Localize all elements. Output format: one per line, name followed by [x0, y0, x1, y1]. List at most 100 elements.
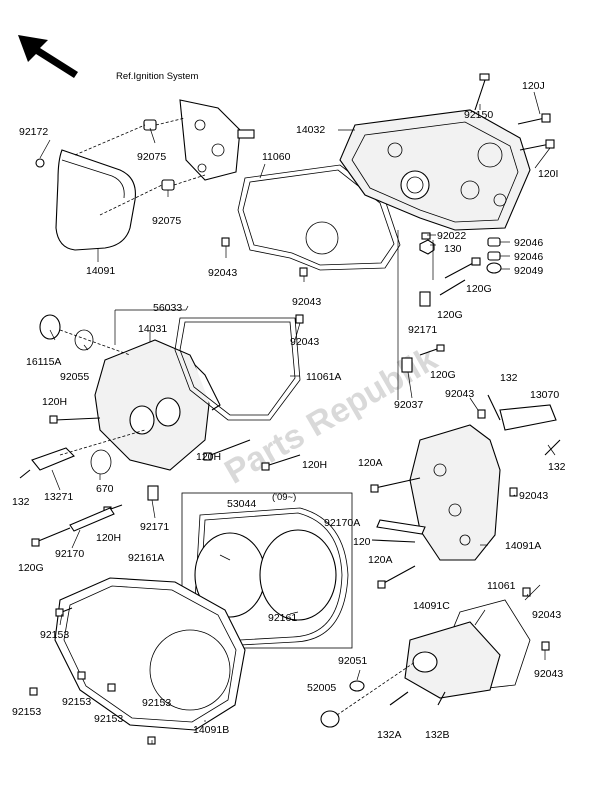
label-120A-b: 120A — [368, 554, 393, 566]
inner-cover-14031[interactable] — [94, 339, 221, 471]
label-92153-a: 92153 — [40, 629, 69, 641]
bolt-120[interactable] — [371, 539, 416, 543]
label-120H-a: 120H — [42, 396, 67, 408]
grommet-92075-lower[interactable] — [161, 179, 175, 191]
label-120G-c: 120G — [430, 369, 456, 381]
label-120A-a: 120A — [358, 457, 383, 469]
bracket-92170A[interactable] — [376, 519, 426, 535]
bolt-132B[interactable] — [437, 691, 446, 706]
label-92049: 92049 — [514, 265, 543, 277]
label-120I: 120I — [538, 168, 558, 180]
dowel-pin-92043-a[interactable] — [221, 237, 230, 247]
nut-130[interactable] — [419, 239, 435, 255]
bolt-92172[interactable] — [35, 158, 45, 168]
housing-14032[interactable] — [339, 109, 531, 231]
bolt-132-left[interactable] — [19, 469, 31, 479]
label-92043-c: 92043 — [290, 336, 319, 348]
bolt-120I[interactable] — [519, 139, 555, 151]
label-132A: 132A — [377, 729, 402, 741]
label-92051: 92051 — [338, 655, 367, 667]
bracket-ignition[interactable] — [179, 99, 255, 181]
bolt-92153-a[interactable] — [55, 607, 73, 617]
front-direction-arrow-icon — [18, 35, 78, 78]
cover-14091A[interactable] — [409, 424, 501, 561]
bolt-132-right-a[interactable] — [487, 394, 501, 421]
label-92046-b: 92046 — [514, 251, 543, 263]
label-120G-a: 120G — [466, 283, 492, 295]
ignition-cover-14091[interactable] — [55, 149, 136, 262]
label-92171-b: 92171 — [140, 521, 169, 533]
label-13070: 13070 — [530, 389, 559, 401]
label-14032: 14032 — [296, 124, 325, 136]
bolt-92153-d[interactable] — [107, 683, 116, 692]
damper-92046-b[interactable] — [487, 251, 501, 261]
label-11061: 11061 — [487, 580, 516, 592]
bolt-120G-d[interactable] — [31, 527, 71, 547]
o-ring-670[interactable] — [90, 449, 112, 475]
label-52005: 52005 — [307, 682, 336, 694]
dowel-pin-92043-d[interactable] — [477, 409, 486, 419]
label-53044: 53044 — [227, 498, 256, 510]
label-130: 130 — [444, 243, 462, 255]
dowel-pin-92043-b[interactable] — [299, 267, 308, 277]
bolt-120G-c[interactable] — [419, 344, 445, 356]
label-132-b: 132 — [548, 461, 566, 473]
bolt-120H-c[interactable] — [261, 454, 301, 471]
dowel-pin-92043-f[interactable] — [522, 587, 531, 597]
label-120: 120 — [353, 536, 371, 548]
leader-lines — [39, 91, 556, 744]
label-14091: 14091 — [86, 265, 115, 277]
gasket-11061A[interactable] — [174, 317, 301, 421]
bolt-120A-b[interactable] — [377, 565, 416, 589]
label-56033: 56033 — [153, 302, 182, 314]
label-92022: 92022 — [437, 230, 466, 242]
bolt-120G-b[interactable] — [439, 279, 466, 296]
dowel-pin-92043-e[interactable] — [509, 487, 518, 497]
label-92150: 92150 — [464, 109, 493, 121]
washer-92051[interactable] — [349, 680, 365, 692]
seal-52005[interactable] — [320, 710, 340, 728]
bolt-132-right-b[interactable] — [544, 439, 561, 456]
bolt-92153-b[interactable] — [29, 687, 38, 696]
plug-16115A[interactable] — [39, 314, 61, 340]
label-120H-d: 120H — [96, 532, 121, 544]
o-ring-92055[interactable] — [74, 329, 94, 351]
label-09-model-year: ('09~) — [272, 492, 296, 503]
label-120J: 120J — [522, 80, 545, 92]
damper-92046-a[interactable] — [487, 237, 501, 247]
label-14031: 14031 — [138, 323, 167, 335]
cover-14091C[interactable] — [404, 621, 501, 699]
label-13271: 13271 — [44, 491, 73, 503]
clamp-92171-a[interactable] — [419, 291, 431, 307]
bolt-120H-a[interactable] — [49, 415, 101, 424]
seal-92161[interactable] — [259, 529, 337, 621]
bolt-120A-a[interactable] — [370, 477, 421, 493]
bolt-120G-a[interactable] — [444, 257, 481, 279]
bolt-92153-c[interactable] — [77, 671, 86, 680]
ref-ignition-system-note: Ref.Ignition System — [116, 71, 198, 82]
bracket-13070[interactable] — [499, 404, 557, 431]
bolt-120J[interactable] — [517, 113, 551, 125]
clamp-92037[interactable] — [401, 357, 413, 373]
cap-13271[interactable] — [31, 447, 75, 471]
bolt-120H-b[interactable] — [203, 439, 251, 461]
label-92153-b: 92153 — [12, 706, 41, 718]
clamp-92171-b[interactable] — [147, 485, 159, 501]
label-92161: 92161 — [268, 612, 297, 624]
label-92075-b: 92075 — [152, 215, 181, 227]
bolt-132A[interactable] — [389, 691, 409, 706]
belt-guard-frame — [181, 492, 353, 649]
label-132B: 132B — [425, 729, 450, 741]
bolt-92150[interactable] — [474, 73, 490, 111]
label-92153-d: 92153 — [94, 713, 123, 725]
outer-cover-14091B[interactable] — [54, 577, 246, 731]
grommet-92049[interactable] — [486, 262, 502, 274]
collar-92022[interactable] — [421, 232, 431, 240]
label-92046-a: 92046 — [514, 237, 543, 249]
bolt-92153-e[interactable] — [147, 736, 156, 745]
dowel-pin-92043-g[interactable] — [541, 641, 550, 651]
label-670: 670 — [96, 483, 114, 495]
bracket-92170[interactable] — [69, 507, 115, 532]
dowel-pin-92043-c[interactable] — [295, 314, 304, 324]
